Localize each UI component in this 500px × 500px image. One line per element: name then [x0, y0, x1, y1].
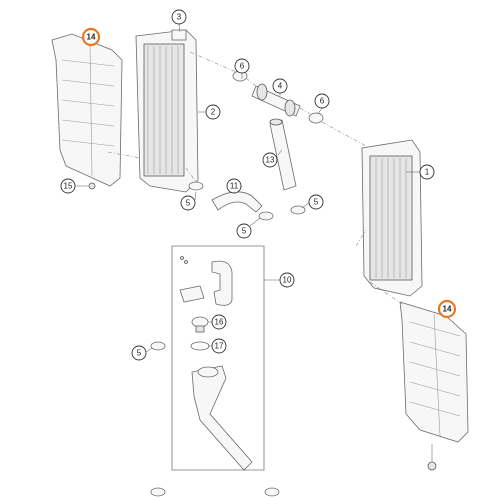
callout-17: 17 — [211, 338, 227, 354]
svg-text:5: 5 — [137, 349, 142, 358]
thermostat-housing — [179, 256, 233, 306]
svg-text:13: 13 — [266, 156, 275, 165]
svg-text:15: 15 — [64, 182, 73, 191]
callout-14-left-guard: 14 — [81, 27, 101, 47]
left-radiator-guard — [51, 33, 123, 187]
right-radiator-guard — [399, 301, 469, 443]
screw — [75, 182, 96, 190]
svg-text:16: 16 — [215, 318, 224, 327]
left-radiator — [135, 29, 199, 193]
callout-3: 3 — [171, 9, 187, 25]
svg-text:2: 2 — [211, 108, 216, 117]
callout-5-center: 5 — [236, 223, 252, 239]
callout-6-upper: 6 — [234, 58, 250, 74]
svg-text:10: 10 — [283, 276, 292, 285]
svg-text:11: 11 — [230, 182, 239, 191]
svg-text:5: 5 — [186, 199, 191, 208]
svg-text:4: 4 — [278, 82, 283, 91]
svg-text:6: 6 — [320, 97, 325, 106]
callout-4: 4 — [272, 78, 288, 94]
callout-16: 16 — [211, 314, 227, 330]
right-radiator — [361, 139, 423, 297]
callout-5-right: 5 — [308, 194, 324, 210]
svg-text:3: 3 — [177, 13, 182, 22]
svg-text:14: 14 — [443, 305, 452, 314]
o-ring — [190, 341, 210, 351]
callout-1: 1 — [419, 164, 435, 180]
svg-text:5: 5 — [314, 198, 319, 207]
callout-10: 10 — [279, 272, 295, 288]
thermostat — [191, 316, 209, 333]
callout-14-right-guard: 14 — [437, 299, 457, 319]
svg-text:5: 5 — [242, 227, 247, 236]
callout-11: 11 — [226, 178, 242, 194]
connector-pipe — [251, 83, 301, 117]
callout-2: 2 — [205, 104, 221, 120]
thermostat-kit-frame — [171, 245, 280, 471]
guard-screw — [427, 444, 437, 471]
hose-clamp — [232, 70, 324, 124]
callout-6-right: 6 — [314, 93, 330, 109]
bent-hose — [188, 181, 306, 221]
svg-text:1: 1 — [425, 168, 430, 177]
callout-5-lower-left: 5 — [131, 345, 147, 361]
svg-text:17: 17 — [215, 342, 224, 351]
straight-hose — [269, 118, 297, 191]
svg-text:6: 6 — [240, 62, 245, 71]
callout-5-left: 5 — [180, 195, 196, 211]
callout-13: 13 — [262, 152, 278, 168]
assembly-lines — [107, 51, 403, 305]
lower-hose — [145, 341, 280, 497]
svg-text:14: 14 — [87, 33, 96, 42]
callout-15: 15 — [60, 178, 76, 194]
